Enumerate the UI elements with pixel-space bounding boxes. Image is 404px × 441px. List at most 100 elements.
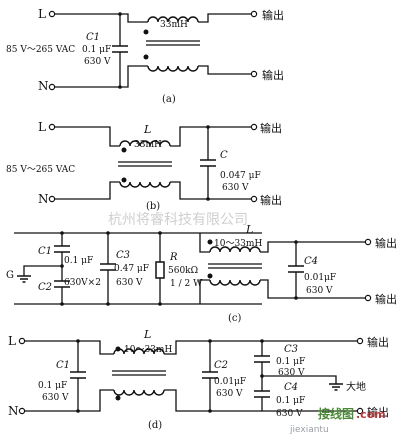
d-line-label: L <box>8 334 16 348</box>
a-c1-value: 0.1 μF <box>82 45 111 55</box>
a-line-label: L <box>38 7 46 21</box>
c-inductor-name: L <box>245 223 253 236</box>
d-terminal-l <box>18 337 26 345</box>
d-terminal-out-top <box>356 337 364 345</box>
b-cap-name: C <box>220 150 228 161</box>
c-inductor-top-winding <box>209 246 261 253</box>
c-c12-value: 0.1 μF <box>64 256 93 266</box>
d-c1-value: 0.1 μF <box>38 381 67 391</box>
b-cap-voltage: 630 V <box>222 183 249 193</box>
c-resistor <box>155 261 165 279</box>
a-input-voltage: 85 V～265 VAC <box>6 45 75 55</box>
site-watermark-cn: 接线图 <box>318 406 354 421</box>
b-inductor-value: 33mH <box>134 140 162 150</box>
site-watermark-url: jiexiantu <box>289 425 329 435</box>
a-polarity-dot-bottom <box>143 54 149 60</box>
b-caption: (b) <box>146 201 160 212</box>
site-watermark: 接线图 .com jiexiantu <box>289 406 386 435</box>
a-c1-voltage: 630 V <box>84 57 111 67</box>
d-c2-label: C2 <box>214 360 228 371</box>
b-polarity-dot-bottom <box>121 177 127 183</box>
c-inductor-bottom-winding <box>209 279 261 286</box>
a-terminal-out-top <box>250 10 258 18</box>
c-output-bottom: 输出 <box>375 292 397 306</box>
d-inductor-name: L <box>143 328 151 341</box>
c-c4-label: C4 <box>304 256 318 267</box>
d-c4-label: C4 <box>284 382 298 393</box>
d-c2-value: 0.01μF <box>214 377 246 387</box>
d-earth-label: 大地 <box>346 380 366 393</box>
d-c4-value: 0.1 μF <box>276 396 305 406</box>
c-polarity-dot-top <box>207 239 213 245</box>
c-resistor-power: 1 / 2 W <box>170 279 203 289</box>
b-inductor-bottom-winding <box>119 181 171 188</box>
d-output-top: 输出 <box>367 335 389 349</box>
d-inductor-bottom-winding <box>113 389 165 396</box>
a-inductor-bottom-winding <box>147 65 199 72</box>
a-terminal-l <box>48 10 56 18</box>
c-c1-label: C1 <box>38 246 52 257</box>
a-output-top: 输出 <box>262 8 284 22</box>
c-c12-voltage: 630V×2 <box>64 278 101 288</box>
d-inductor-top-winding <box>113 348 165 355</box>
c-c3-label: C3 <box>116 250 130 261</box>
d-c2-voltage: 630 V <box>216 389 243 399</box>
b-terminal-out-bottom <box>250 195 258 203</box>
c-terminal-out-top <box>364 238 372 246</box>
d-neutral-label: N <box>8 404 19 418</box>
circuit-b: L N 85 V～265 VAC L 33mH C 0.047 μF 630 V… <box>6 120 282 212</box>
d-polarity-dot-bottom <box>115 395 121 401</box>
b-polarity-dot-top <box>121 147 127 153</box>
c-c4-voltage: 630 V <box>306 286 333 296</box>
a-caption: (a) <box>162 94 176 105</box>
c-terminal-out-bottom <box>364 294 372 302</box>
c-c3-value: 0.47 μF <box>114 264 149 274</box>
b-output-bottom: 输出 <box>260 193 282 207</box>
c-c3-voltage: 630 V <box>116 278 143 288</box>
b-terminal-n <box>48 195 56 203</box>
d-c3-value: 0.1 μF <box>276 357 305 367</box>
c-resistor-value: 560kΩ <box>168 266 198 276</box>
a-c1-label: C1 <box>86 32 100 43</box>
d-polarity-dot-top <box>115 346 121 352</box>
a-output-bottom: 输出 <box>262 68 284 82</box>
d-c3-label: C3 <box>284 344 298 355</box>
b-inductor-name: L <box>143 123 151 136</box>
c-inductor-value: 10～33mH <box>214 239 262 249</box>
b-neutral-label: N <box>38 192 49 206</box>
company-watermark: 杭州将睿科技有限公司 <box>108 212 248 228</box>
a-polarity-dot-top <box>143 29 149 35</box>
b-line-label: L <box>38 120 46 134</box>
c-caption: (c) <box>228 313 242 324</box>
d-c3-voltage: 630 V <box>278 368 305 378</box>
d-c1-voltage: 630 V <box>42 393 69 403</box>
b-output-top: 输出 <box>260 121 282 135</box>
c-c2-label: C2 <box>38 282 52 293</box>
b-cap-value: 0.047 μF <box>220 171 261 181</box>
site-watermark-com: .com <box>356 408 386 421</box>
a-inductor-top-winding <box>147 16 199 23</box>
d-terminal-n <box>18 407 26 415</box>
a-neutral-label: N <box>38 79 49 93</box>
circuit-a: L N 85 V～265 VAC C1 0.1 μF 630 V 33mH 输出… <box>6 7 284 105</box>
b-terminal-l <box>48 123 56 131</box>
a-terminal-n <box>48 83 56 91</box>
c-resistor-name: R <box>169 252 178 263</box>
b-inductor-top-winding <box>119 140 171 147</box>
d-c1-label: C1 <box>56 360 70 371</box>
c-c4-value: 0.01μF <box>304 273 336 283</box>
b-terminal-out-top <box>250 123 258 131</box>
circuit-d: L N C1 0.1 μF 630 V L 10～33mH C2 0.01μF <box>8 328 389 431</box>
c-output-top: 输出 <box>375 236 397 250</box>
d-caption: (d) <box>148 420 162 431</box>
b-input-voltage: 85 V～265 VAC <box>6 165 75 175</box>
d-terminal-out-bottom <box>356 407 364 415</box>
circuit-c: G C1 0.1 μF C2 630V×2 C3 0.47 μF 630 V R… <box>6 223 397 324</box>
c-ground-label: G <box>6 270 14 281</box>
d-inductor-value: 10～33mH <box>124 345 172 355</box>
a-terminal-out-bottom <box>250 70 258 78</box>
d-c4-voltage: 630 V <box>276 409 303 419</box>
c-polarity-dot-bottom <box>207 273 213 279</box>
